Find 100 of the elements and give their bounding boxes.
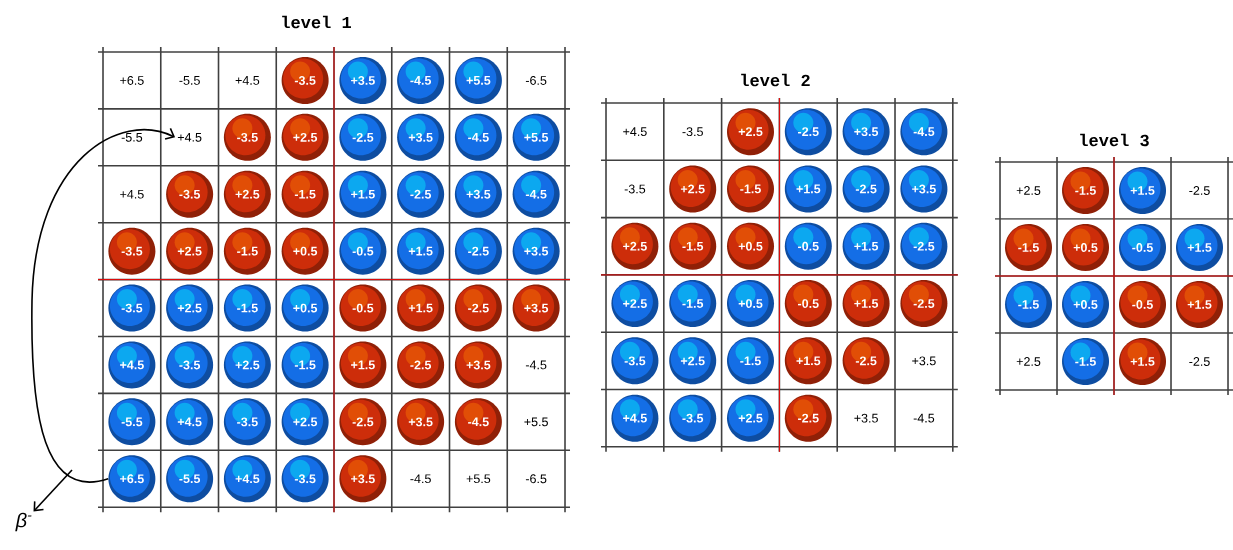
grid-title: level 1 — [282, 15, 351, 29]
ball: -2.5 — [784, 394, 832, 442]
ball: -3.5 — [166, 341, 214, 389]
ball: +1.5 — [339, 341, 387, 389]
number-label: +4.5 — [623, 127, 647, 136]
ball: +0.5 — [727, 222, 774, 270]
ball: -2.5 — [454, 227, 502, 275]
ball: +2.5 — [223, 170, 271, 218]
number-label: -4.5 — [913, 413, 935, 423]
ball: +3.5 — [397, 398, 445, 446]
ball: -0.5 — [1119, 281, 1166, 328]
ball: -4.5 — [454, 113, 502, 161]
ball: -0.5 — [784, 280, 832, 328]
number-label: +2.5 — [1016, 357, 1041, 366]
ball: -0.5 — [1119, 224, 1166, 271]
number-label: -6.5 — [525, 76, 547, 85]
arrow — [33, 469, 73, 512]
number-label: -3.5 — [624, 184, 646, 194]
ball: +1.5 — [1119, 338, 1166, 385]
number-label: -5.5 — [179, 76, 200, 85]
ball: -2.5 — [900, 222, 948, 270]
number-label: -4.5 — [525, 360, 547, 370]
ball: -2.5 — [900, 280, 948, 328]
ball: +1.5 — [397, 227, 445, 275]
number-label: -3.5 — [682, 127, 703, 137]
ball: -2.5 — [397, 341, 445, 389]
ball: -0.5 — [784, 222, 832, 270]
ball: +1.5 — [1176, 281, 1223, 328]
ball: +2.5 — [669, 337, 717, 385]
number-label: +4.5 — [177, 133, 202, 142]
ball: +0.5 — [1062, 281, 1109, 328]
ball: +1.5 — [842, 222, 890, 270]
ball: +2.5 — [727, 108, 774, 156]
ball: +1.5 — [1176, 224, 1223, 271]
ball: -1.5 — [669, 280, 717, 328]
ball: +2.5 — [727, 394, 774, 442]
ball: -4.5 — [512, 170, 560, 218]
ball: +3.5 — [397, 113, 445, 161]
number-label: -6.5 — [525, 474, 547, 484]
ball: +2.5 — [281, 398, 329, 446]
ball: +1.5 — [397, 284, 445, 332]
ball: -3.5 — [223, 398, 271, 446]
ball: -2.5 — [397, 170, 445, 218]
ball: +6.5 — [108, 455, 156, 503]
ball: +1.5 — [784, 165, 832, 213]
ball: -3.5 — [223, 113, 271, 161]
ball: -1.5 — [281, 170, 329, 218]
ball: +3.5 — [512, 227, 560, 275]
decay-label: β$^{-}$ — [15, 512, 32, 532]
ball: +2.5 — [669, 165, 717, 213]
ball: -2.5 — [339, 113, 387, 161]
ball: -3.5 — [108, 227, 156, 275]
number-label: +5.5 — [466, 474, 491, 484]
ball: +3.5 — [454, 170, 502, 218]
ball: -0.5 — [339, 227, 387, 275]
ball: +3.5 — [339, 56, 387, 104]
ball: +3.5 — [512, 284, 560, 332]
number-label: -5.5 — [121, 133, 143, 142]
grid-title: level 3 — [1080, 133, 1149, 147]
ball: -4.5 — [900, 108, 948, 156]
number-label: +2.5 — [1016, 186, 1041, 195]
ball: +2.5 — [611, 280, 659, 328]
ball: +2.5 — [611, 222, 659, 270]
ball: +5.5 — [454, 56, 502, 104]
ball: -2.5 — [842, 165, 890, 213]
ball: +4.5 — [108, 341, 156, 389]
ball: -5.5 — [108, 398, 156, 446]
number-label: +6.5 — [120, 76, 144, 85]
ball: +1.5 — [842, 280, 890, 328]
arrow — [31, 127, 176, 483]
ball: +0.5 — [281, 227, 329, 275]
ball: -1.5 — [727, 165, 774, 213]
ball: +3.5 — [842, 108, 890, 156]
ball: +4.5 — [166, 398, 214, 446]
ball: -1.5 — [1062, 338, 1109, 385]
ball: -1.5 — [669, 222, 717, 270]
ball: -4.5 — [397, 56, 445, 104]
number-label: -2.5 — [1189, 357, 1210, 366]
ball: -2.5 — [454, 284, 502, 332]
ball: -2.5 — [339, 398, 387, 446]
number-label: -4.5 — [410, 474, 431, 484]
number-label: +3.5 — [854, 413, 878, 423]
ball: -1.5 — [223, 284, 271, 332]
ball: +1.5 — [1119, 167, 1166, 214]
ball: -3.5 — [669, 394, 717, 442]
ball: +2.5 — [281, 113, 329, 161]
ball: -3.5 — [166, 170, 214, 218]
ball: -2.5 — [784, 108, 832, 156]
ball: -1.5 — [1062, 167, 1109, 214]
ball: -1.5 — [281, 341, 329, 389]
grid-title: level 2 — [741, 73, 810, 87]
ball: -1.5 — [1005, 224, 1052, 271]
ball: +1.5 — [784, 337, 832, 385]
ball: +2.5 — [223, 341, 271, 389]
ball: -5.5 — [166, 455, 214, 503]
number-label: +5.5 — [524, 417, 548, 427]
ball: +0.5 — [281, 284, 329, 332]
ball: +4.5 — [611, 394, 659, 442]
ball: +1.5 — [339, 170, 387, 218]
ball: +2.5 — [166, 284, 214, 332]
